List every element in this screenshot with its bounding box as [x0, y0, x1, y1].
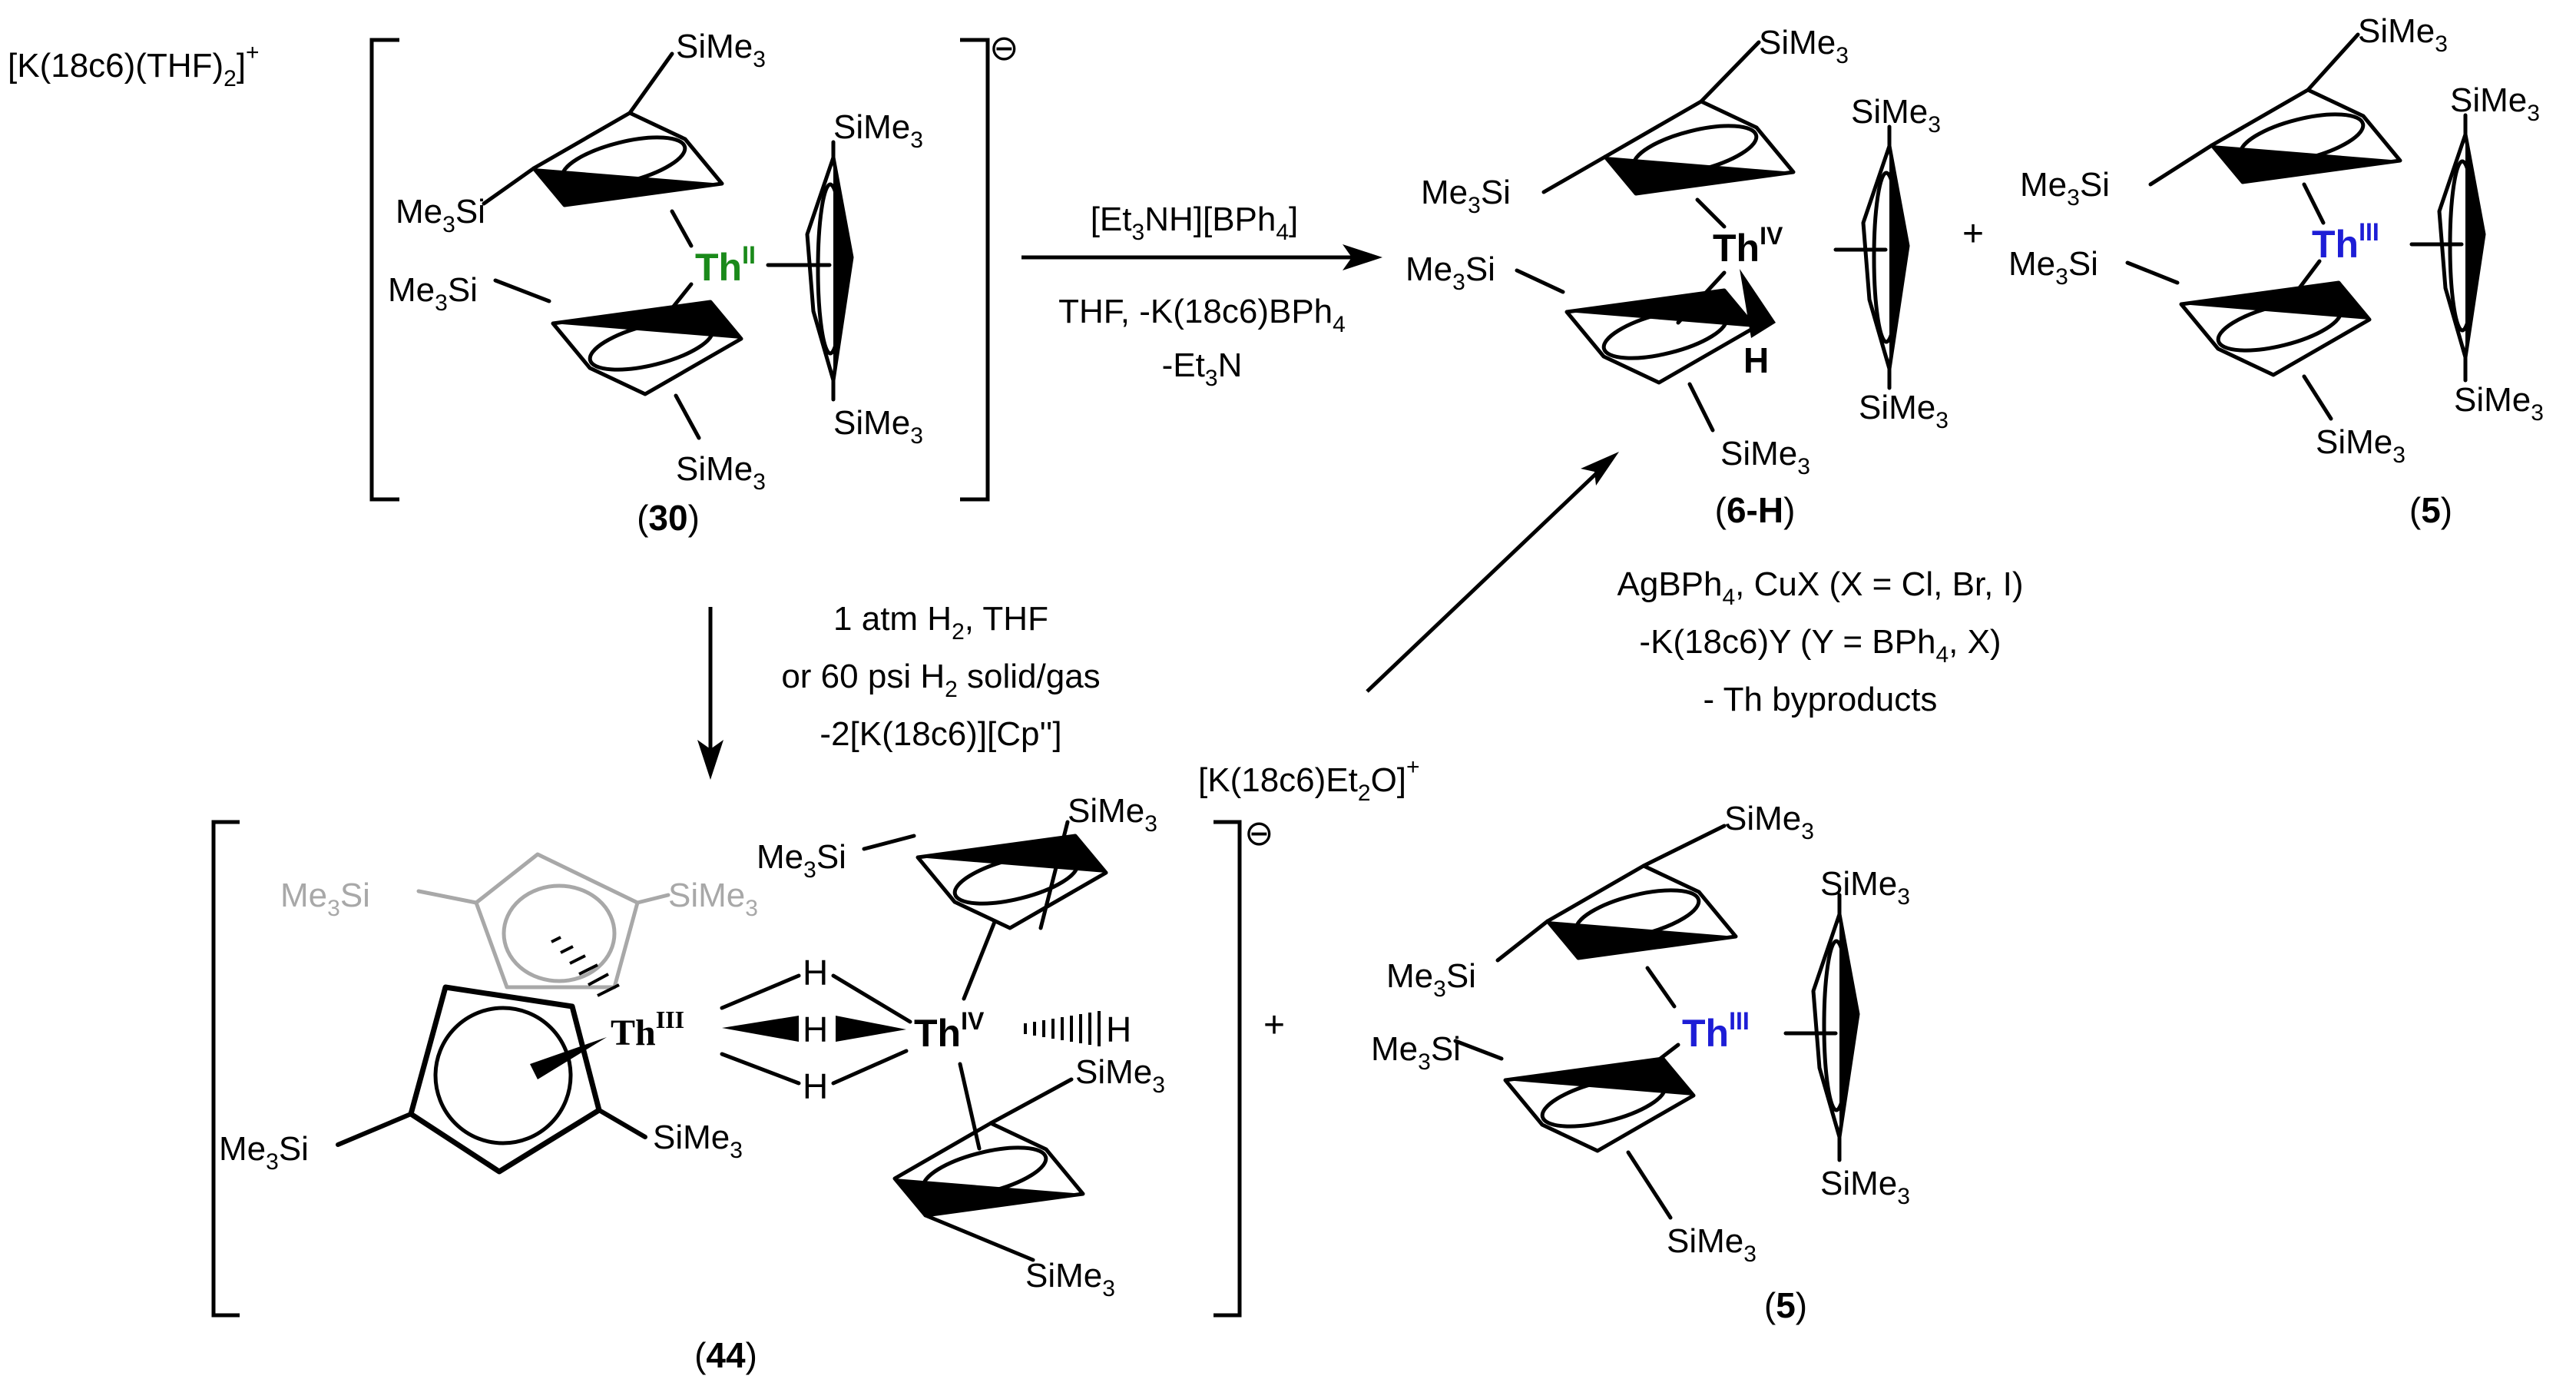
sime3-5a-top: SiMe3	[2358, 12, 2448, 57]
reagent-a3-line1: AgBPh4, CuX (X = Cl, Br, I)	[1617, 565, 2024, 610]
compound-44: ⊖ [K(18c6)Et2O]+ Me3Si SiMe3 Me3Si SiMe3	[211, 754, 1420, 1375]
cp-ring-6h-bottom	[1567, 290, 1755, 383]
label-44: (44)	[694, 1335, 757, 1375]
plus-top: +	[1962, 214, 1984, 254]
compound-5-bottom: ThIII SiMe3 Me3Si SiMe3 Me3Si SiMe3 SiMe…	[1371, 800, 1910, 1325]
sime3-5a-right-bottom: SiMe3	[2454, 381, 2544, 426]
sime3-30-bottom: SiMe3	[676, 450, 766, 495]
cp-ring-30-right	[807, 157, 852, 380]
cp-ring-5a-top	[2212, 90, 2400, 182]
cp-ring-30-bottom	[553, 302, 741, 394]
sime3-30-right-bottom: SiMe3	[833, 404, 923, 449]
wedge-th-h-6h	[1740, 269, 1776, 338]
cp-ring-5b-top	[1548, 866, 1736, 958]
cp-ring-44-lower	[895, 1123, 1083, 1215]
cp-ring-44-upper	[918, 836, 1106, 928]
compound-30: [K(18c6)(THF)2]+ ⊖ ThII SiMe3 Me3Si SiMe…	[8, 28, 1019, 538]
sime3-5a-bottom: SiMe3	[2316, 423, 2405, 468]
label-5-bottom: (5)	[1764, 1285, 1807, 1325]
sime3-30-right-top: SiMe3	[833, 108, 923, 153]
reagent-a2-line3: -2[K(18c6)][Cp'']	[819, 715, 1061, 753]
hydride-44-mid: H	[803, 1009, 828, 1049]
me3si-30-left-top: Me3Si	[396, 193, 485, 237]
sime3-44-front: SiMe3	[653, 1119, 743, 1163]
me3si-6h-left-top: Me3Si	[1421, 174, 1511, 218]
bracket-30-left	[369, 38, 399, 502]
reagent-a1-line3: -Et3N	[1162, 346, 1243, 391]
reagent-a1-top: [Et3NH][BPh4]	[1091, 201, 1299, 245]
hydride-6h: H	[1743, 340, 1769, 380]
cp-ring-5a-bottom	[2181, 283, 2369, 375]
label-30: (30)	[637, 498, 700, 538]
sime3-6h-top: SiMe3	[1759, 24, 1849, 68]
hydride-44-bottom: H	[803, 1066, 828, 1106]
reagent-a3-line3: - Th byproducts	[1704, 681, 1938, 718]
sime3-5a-right-top: SiMe3	[2450, 81, 2540, 126]
hydride-44-top: H	[803, 953, 828, 993]
reagent-a2-line2: or 60 psi H2 solid/gas	[781, 658, 1100, 702]
sime3-5b-right-top: SiMe3	[1820, 865, 1910, 910]
th-atom-44-iii: ThIII	[611, 1006, 684, 1053]
sime3-44-upper: SiMe3	[1068, 792, 1157, 837]
sime3-6h-right-top: SiMe3	[1851, 93, 1941, 138]
cp-ring-5b-right	[1813, 914, 1858, 1137]
me3si-5a-left-bottom: Me3Si	[2008, 245, 2098, 290]
plus-bottom: +	[1263, 1005, 1285, 1046]
me3si-44-grey: Me3Si	[280, 877, 370, 921]
sime3-6h-right-bottom: SiMe3	[1859, 389, 1949, 433]
th-atom-44-iv: ThIV	[914, 1007, 985, 1055]
bracket-30-right	[960, 38, 990, 502]
me3si-30-left-bottom: Me3Si	[388, 271, 478, 316]
me3si-44-upper: Me3Si	[757, 838, 846, 883]
sime3-44-lower-right: SiMe3	[1075, 1053, 1165, 1098]
cp-ring-44-grey	[416, 852, 670, 990]
th-atom-5b: ThIII	[1682, 1007, 1750, 1055]
hashed-th3-grey	[551, 936, 620, 997]
th-atom-6h: ThIV	[1713, 222, 1783, 270]
reagent-a1-line2: THF, -K(18c6)BPh4	[1058, 293, 1346, 337]
cp-ring-5b-bottom	[1505, 1059, 1694, 1151]
me3si-5b-left-top: Me3Si	[1386, 957, 1476, 1002]
wedge-th3-front	[530, 1037, 607, 1079]
charge-44: ⊖	[1244, 813, 1274, 853]
cp-ring-30-top	[534, 113, 722, 205]
arrow-30-to-6h: [Et3NH][BPh4] THF, -K(18c6)BPh4 -Et3N	[1021, 201, 1382, 391]
sime3-6h-bottom: SiMe3	[1720, 435, 1810, 479]
th-atom-30: ThII	[695, 241, 756, 289]
reagent-a2-line1: 1 atm H2, THF	[833, 600, 1048, 645]
sime3-5b-bottom: SiMe3	[1667, 1222, 1757, 1267]
me3si-6h-left-bottom: Me3Si	[1406, 250, 1495, 295]
compound-5-top: ThIII SiMe3 Me3Si SiMe3 Me3Si SiMe3 SiMe…	[2008, 12, 2544, 530]
cp-ring-6h-top	[1605, 101, 1793, 194]
th-atom-5a: ThIII	[2312, 218, 2379, 266]
cp-ring-44-front	[336, 984, 647, 1175]
hydride-44-terminal: H	[1106, 1009, 1131, 1049]
cp-ring-6h-right	[1863, 146, 1908, 369]
me3si-5b-left-bottom: Me3Si	[1371, 1030, 1461, 1075]
bracket-44-right	[1214, 820, 1242, 1318]
charge-30: ⊖	[989, 28, 1019, 68]
sime3-44-grey: SiMe3	[668, 877, 758, 921]
sime3-5b-right-bottom: SiMe3	[1820, 1165, 1910, 1209]
me3si-5a-left-top: Me3Si	[2020, 166, 2110, 211]
label-6h: (6-H)	[1715, 490, 1796, 530]
compound-6h: ThIV H SiMe3 Me3Si SiMe3 Me3Si SiMe3 SiM…	[1406, 24, 1949, 530]
cation-44: [K(18c6)Et2O]+	[1198, 754, 1420, 806]
sime3-5b-top: SiMe3	[1724, 800, 1814, 844]
reagent-a3-line2: -K(18c6)Y (Y = BPh4, X)	[1639, 623, 2001, 668]
me3si-44-left: Me3Si	[219, 1130, 309, 1175]
arrow-30-to-44: 1 atm H2, THF or 60 psi H2 solid/gas -2[…	[697, 600, 1101, 780]
sime3-44-lower-bottom: SiMe3	[1025, 1257, 1115, 1301]
arrow-44-to-6h: AgBPh4, CuX (X = Cl, Br, I) -K(18c6)Y (Y…	[1366, 452, 2024, 718]
label-5-top: (5)	[2409, 490, 2452, 530]
bracket-44-left	[211, 820, 240, 1318]
hashed-th4-h	[1024, 1011, 1101, 1046]
sime3-30-top: SiMe3	[676, 28, 766, 72]
cation-30: [K(18c6)(THF)2]+	[8, 40, 260, 91]
